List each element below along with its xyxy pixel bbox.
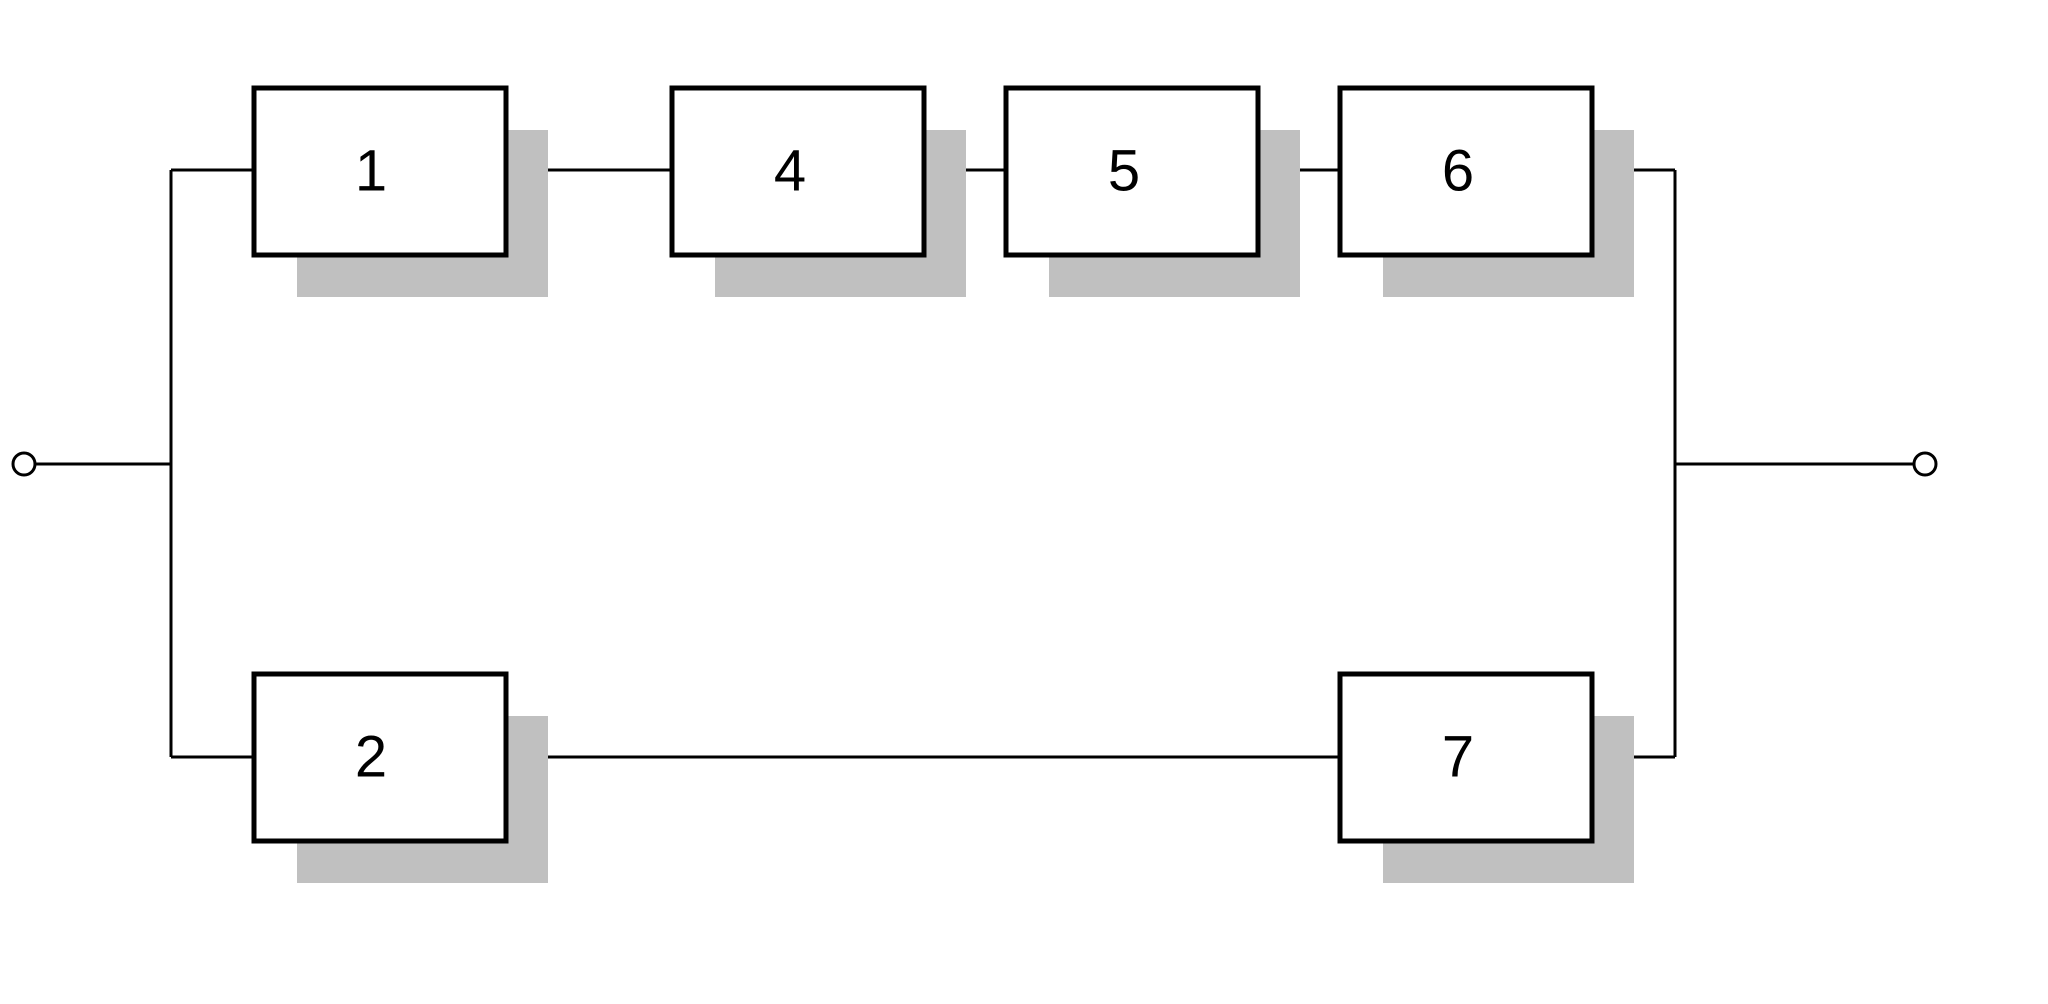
block-4-box xyxy=(669,85,927,258)
block-1: 1 xyxy=(251,85,548,297)
block-6: 6 xyxy=(1337,85,1634,297)
block-2-box xyxy=(251,671,509,844)
block-7: 7 xyxy=(1337,671,1634,883)
block-4: 4 xyxy=(669,85,966,297)
block-5-box xyxy=(1003,85,1261,258)
block-2-label: 2 xyxy=(355,725,387,790)
block-6-box xyxy=(1337,85,1595,258)
block-6-label: 6 xyxy=(1442,139,1474,204)
block-2: 2 xyxy=(251,671,548,883)
block-1-label: 1 xyxy=(355,139,387,204)
block-5: 5 xyxy=(1003,85,1300,297)
output-terminal xyxy=(1912,451,1938,477)
block-5-label: 5 xyxy=(1108,139,1140,204)
block-7-label: 7 xyxy=(1442,725,1474,790)
block-4-label: 4 xyxy=(774,139,806,204)
block-7-box xyxy=(1337,671,1595,844)
block-1-box xyxy=(251,85,509,258)
input-terminal xyxy=(11,451,37,477)
